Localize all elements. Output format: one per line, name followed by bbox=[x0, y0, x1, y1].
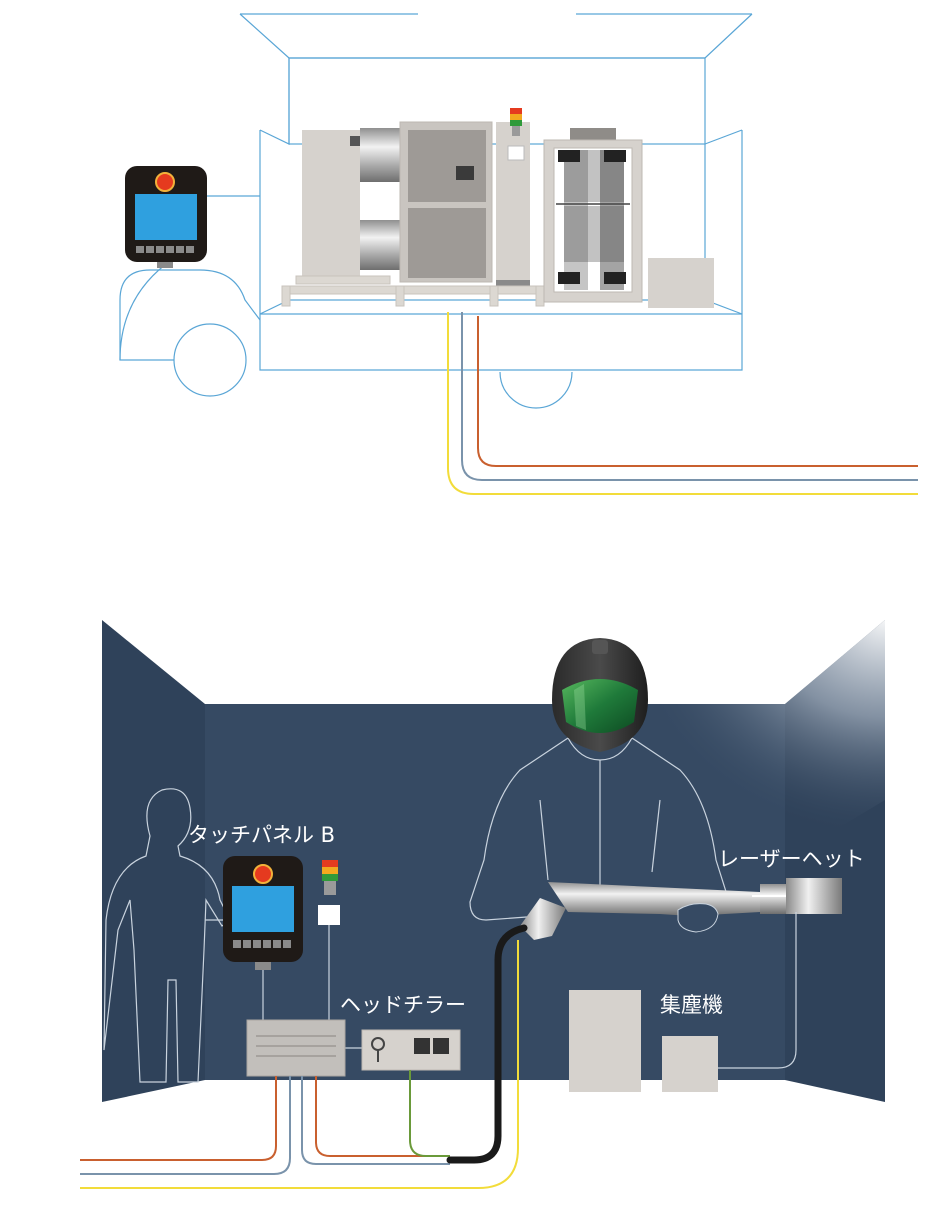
container-side-right bbox=[704, 129, 743, 145]
container-side-left bbox=[259, 58, 290, 145]
dust-duct bbox=[718, 912, 797, 1069]
emergency-stop-icon bbox=[253, 864, 273, 884]
container-body bbox=[259, 130, 743, 371]
pendant-screen bbox=[232, 886, 294, 932]
truck-wheel-front bbox=[173, 323, 247, 397]
label-laser-head: レーザーヘット bbox=[718, 847, 865, 871]
cables-top bbox=[447, 312, 918, 495]
cable-steel-top bbox=[461, 312, 918, 481]
wall-left bbox=[102, 620, 205, 1102]
laser-fiber-cable bbox=[446, 924, 528, 1164]
cable-steel-bottom-2 bbox=[301, 1076, 450, 1165]
cable-orange-bottom-2 bbox=[315, 1076, 450, 1157]
pendant-screen bbox=[135, 194, 197, 240]
truck-wheel-rear bbox=[499, 371, 573, 409]
emergency-stop-icon bbox=[155, 172, 175, 192]
container-flap-lines bbox=[239, 13, 753, 59]
pendant-cable-top bbox=[119, 263, 174, 361]
signal-tower-icon bbox=[507, 108, 525, 161]
truck-cab bbox=[119, 269, 261, 360]
laser-head bbox=[520, 878, 842, 940]
cables-bottom bbox=[80, 940, 519, 1189]
teach-pendant-top bbox=[125, 166, 207, 268]
teach-pendant-bottom bbox=[223, 856, 303, 970]
label-dust-collector: 集塵機 bbox=[660, 993, 723, 1017]
cable-orange-top bbox=[477, 316, 918, 467]
cable-green bbox=[409, 1070, 450, 1157]
cable-orange-bottom bbox=[80, 1076, 277, 1161]
dust-collector bbox=[569, 990, 718, 1092]
cable-yellow-bottom bbox=[80, 940, 519, 1189]
cable-yellow-top bbox=[447, 312, 918, 495]
head-chiller bbox=[361, 1029, 461, 1071]
chiller-rack bbox=[543, 128, 714, 308]
label-touch-panel: タッチパネル B bbox=[188, 823, 335, 847]
signal-tower-icon bbox=[318, 860, 340, 925]
welder-figure bbox=[469, 737, 729, 921]
wiring-bottom bbox=[205, 912, 797, 1069]
operator-silhouette bbox=[103, 788, 231, 1083]
laser-oscillator-unit bbox=[281, 108, 545, 307]
control-box bbox=[246, 1019, 346, 1077]
cable-steel-bottom bbox=[80, 1076, 291, 1175]
room bbox=[102, 620, 885, 1102]
welding-helmet-icon bbox=[552, 638, 648, 752]
label-head-chiller: ヘッドチラー bbox=[340, 993, 466, 1017]
light-glow bbox=[600, 620, 885, 860]
